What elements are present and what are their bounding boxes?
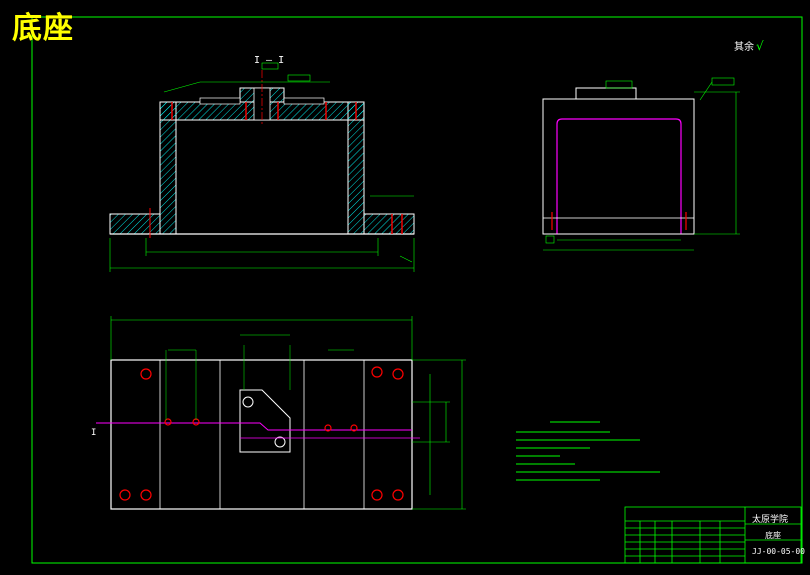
technical-notes xyxy=(516,421,660,481)
section-label: I — I xyxy=(254,55,285,66)
top-view xyxy=(96,316,466,510)
side-view xyxy=(542,77,740,251)
roughness-note: 其余√ xyxy=(734,38,764,53)
drawing-frame xyxy=(31,16,803,564)
title-block-school: 太原学院 xyxy=(752,515,789,525)
title-block-part-name: 底座 xyxy=(765,531,781,540)
section-marker: I xyxy=(91,428,97,438)
title-block-drawing-code: JJ-00-05-00 xyxy=(752,547,805,556)
front-section-view xyxy=(109,62,415,272)
roughness-text: 其余 xyxy=(734,42,754,53)
title-block xyxy=(624,506,802,564)
roughness-symbol-icon: √ xyxy=(756,39,764,53)
drawing-title: 底座 xyxy=(12,11,74,46)
